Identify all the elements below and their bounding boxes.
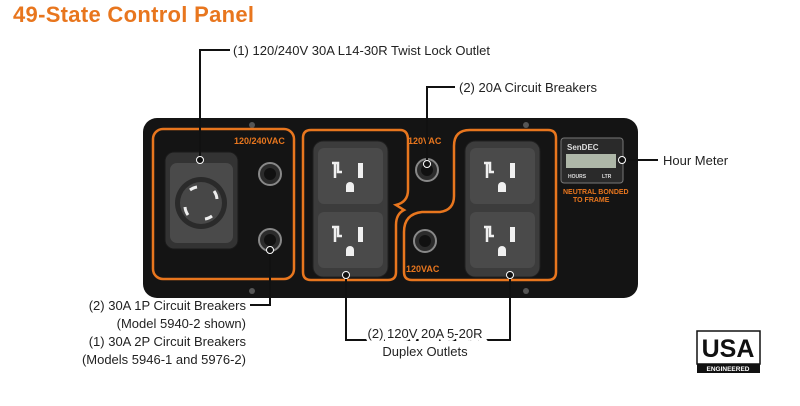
duplex-outlet-left	[312, 140, 389, 278]
callout-30a-breakers-line2: (Model 5940-2 shown)	[117, 316, 246, 331]
meter-hours-label: HOURS	[568, 174, 587, 180]
neutral-bonded-line2: TO FRAME	[573, 197, 610, 204]
leader-20a-breakers	[426, 86, 455, 164]
meter-display	[566, 154, 616, 168]
callout-30a-breakers-line1: (2) 30A 1P Circuit Breakers	[89, 298, 247, 313]
label-120vac-top: 120VAC	[408, 136, 442, 146]
usa-engineered-logo: USA ENGINEERED	[696, 330, 761, 373]
callout-hour-meter: Hour Meter	[663, 153, 729, 168]
panel-screw	[523, 288, 529, 294]
callout-duplex-line2: Duplex Outlets	[382, 344, 468, 359]
neutral-bonded-line1: NEUTRAL BONDED	[563, 189, 629, 196]
callout-30a-breakers-line4: (Models 5946-1 and 5976-2)	[82, 352, 246, 367]
label-120-240vac: 120/240VAC	[234, 136, 285, 146]
callout-30a-breakers-line3: (1) 30A 2P Circuit Breakers	[89, 334, 247, 349]
callout-twist-lock: (1) 120/240V 30A L14-30R Twist Lock Outl…	[233, 43, 490, 58]
leader-twist-lock	[199, 49, 230, 160]
duplex-outlet-right	[464, 140, 541, 278]
meter-side-label: LTR	[602, 174, 612, 180]
leader-dot-duplex-right	[506, 271, 514, 279]
leader-dot-30a-breakers	[266, 246, 274, 254]
leader-dot-duplex-left	[342, 271, 350, 279]
hour-meter: SenDEC HOURS LTR	[560, 137, 624, 184]
leader-dot-hour-meter	[618, 156, 626, 164]
leader-dot-20a-breakers	[423, 160, 431, 168]
callout-duplex-line1: (2) 120V 20A 5-20R	[368, 326, 483, 341]
panel-screw	[523, 122, 529, 128]
left-duplex-zone-outline	[301, 128, 410, 282]
leader-duplex	[345, 275, 511, 341]
twist-lock-zone-outline	[151, 127, 296, 281]
right-duplex-zone-outline	[402, 128, 558, 282]
twist-lock-outlet	[164, 151, 239, 250]
callout-20a-breakers: (2) 20A Circuit Breakers	[459, 80, 597, 95]
leader-30a-breakers	[250, 250, 271, 306]
panel-screw	[249, 122, 255, 128]
label-120vac-bottom: 120VAC	[406, 264, 440, 274]
meter-brand: SenDEC	[567, 143, 599, 152]
breaker-30a-top	[258, 162, 282, 186]
logo-letters: USA	[702, 335, 755, 363]
panel-screw	[249, 288, 255, 294]
breaker-20a-bottom	[413, 229, 437, 253]
page-title: 49-State Control Panel	[13, 2, 255, 27]
leader-dot-twist-lock	[196, 156, 204, 164]
logo-subtitle: ENGINEERED	[707, 366, 750, 373]
